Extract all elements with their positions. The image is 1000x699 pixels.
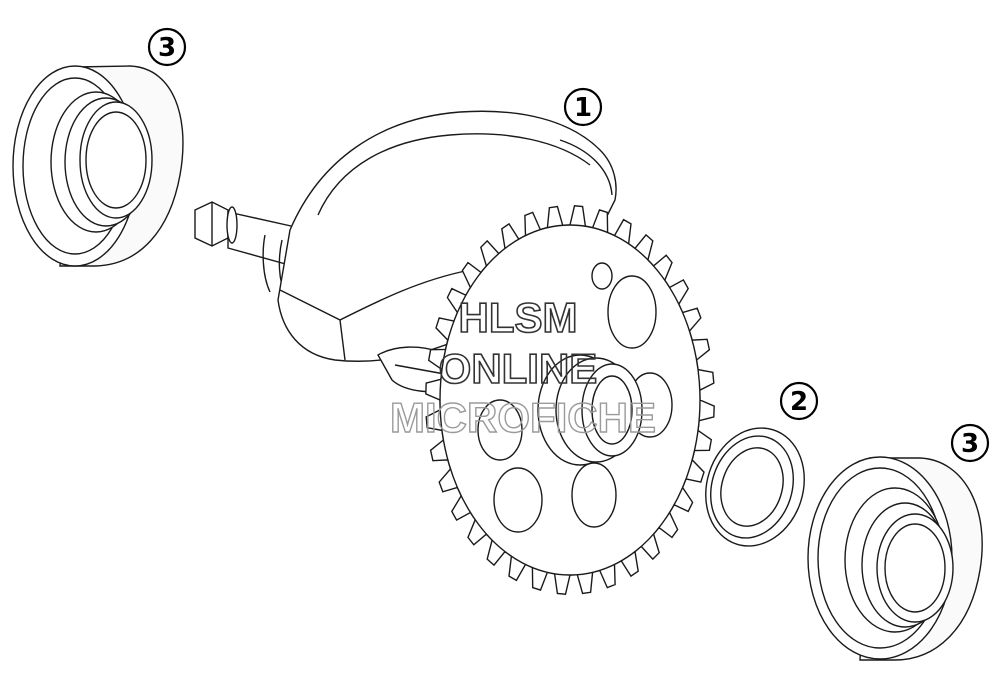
bearing-left <box>12 65 184 267</box>
gear <box>425 205 715 595</box>
watermark-line-2: ONLINE <box>439 345 598 392</box>
callout-3-right: 3 <box>950 423 990 463</box>
callout-label: 2 <box>790 387 808 417</box>
watermark: HLSM ONLINE MICROFICHE <box>389 293 656 442</box>
callout-label: 3 <box>961 429 979 459</box>
callout-label: 1 <box>574 93 592 123</box>
watermark-line-3: MICROFICHE <box>390 394 656 441</box>
callout-3-left: 3 <box>147 27 187 67</box>
callout-1: 1 <box>563 87 603 127</box>
bearing-right <box>807 456 983 661</box>
shim <box>705 427 805 547</box>
crankshaft <box>194 110 617 393</box>
watermark-line-1: HLSM <box>459 294 578 341</box>
callout-2: 2 <box>779 381 819 421</box>
callout-label: 3 <box>158 33 176 63</box>
